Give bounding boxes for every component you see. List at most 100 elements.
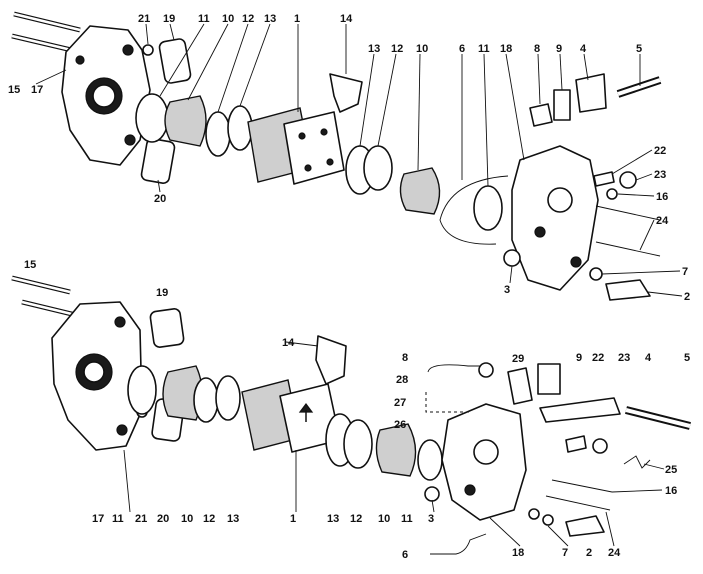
upper-seal-11b [473, 185, 503, 231]
callout-lower-5: 5 [684, 352, 690, 364]
callout-lower-17: 17 [92, 513, 104, 525]
leader-lines [35, 23, 683, 547]
callout-lower-19: 19 [156, 287, 168, 299]
upper-nut-16 [606, 188, 618, 200]
callout-lower-13b: 13 [327, 513, 339, 525]
lower-seal-11b [417, 439, 443, 481]
callout-upper-8: 8 [534, 43, 540, 55]
callout-lower-12b: 12 [350, 513, 362, 525]
lower-bleed-leader [425, 392, 470, 413]
lower-ring-12 [193, 377, 219, 423]
callout-lower-28: 28 [396, 374, 408, 386]
callout-upper-5: 5 [636, 43, 642, 55]
callout-lower-10b: 10 [378, 513, 390, 525]
lower-piston-10b [375, 423, 417, 477]
lower-caliper-half-18 [441, 403, 527, 521]
callout-lower-4: 4 [645, 352, 652, 364]
callout-upper-9: 9 [556, 43, 562, 55]
upper-bolt-2 [605, 279, 651, 301]
lower-piston-10 [162, 365, 203, 421]
callout-upper-12: 12 [242, 13, 254, 25]
upper-seal-11 [135, 93, 169, 143]
callout-upper-11b: 11 [478, 43, 490, 55]
upper-screw-22 [593, 171, 615, 187]
upper-washer-7 [589, 267, 603, 281]
callout-lower-29: 29 [512, 353, 524, 365]
callout-lower-13: 13 [227, 513, 239, 525]
upper-hose-6 [439, 175, 509, 245]
upper-piston-10 [164, 95, 207, 147]
lower-bleeder-29 [507, 367, 533, 405]
upper-spring-14 [329, 73, 363, 113]
callout-lower-11b: 11 [401, 513, 413, 525]
callout-lower-9: 9 [576, 352, 582, 364]
callout-lower-20: 20 [157, 513, 169, 525]
lower-clip-25 [623, 455, 651, 469]
callout-lower-8: 8 [402, 352, 408, 364]
callout-upper-10b: 10 [416, 43, 428, 55]
callout-upper-7: 7 [682, 266, 688, 278]
callout-upper-2: 2 [684, 291, 690, 303]
lower-hose-6 [430, 533, 487, 555]
lower-ring-12b [343, 419, 373, 469]
lower-cap-23 [592, 438, 608, 454]
callout-upper-3: 3 [504, 284, 510, 296]
upper-bolt-15 [11, 11, 81, 55]
callout-lower-22: 22 [592, 352, 604, 364]
lower-nut-8 [478, 362, 494, 378]
callout-lower-25: 25 [665, 464, 677, 476]
upper-caliper-half-17 [61, 25, 151, 166]
upper-bracket-4 [575, 73, 607, 113]
callout-upper-21: 21 [138, 13, 150, 25]
callout-upper-1: 1 [294, 13, 300, 25]
upper-cap-23 [619, 171, 637, 189]
lower-bracket-4 [539, 397, 621, 423]
lower-stud-5 [625, 406, 691, 430]
callout-upper-12b: 12 [391, 43, 403, 55]
callout-lower-15: 15 [24, 259, 36, 271]
lower-washer-7b [542, 514, 554, 526]
upper-plate-9 [553, 89, 571, 121]
callout-lower-10: 10 [181, 513, 193, 525]
upper-caliper-half-18 [511, 145, 599, 291]
callout-upper-16: 16 [656, 191, 668, 203]
callout-upper-19: 19 [163, 13, 175, 25]
lower-washer-3 [424, 486, 440, 502]
callout-lower-16: 16 [665, 485, 677, 497]
callout-lower-1: 1 [290, 513, 296, 525]
lower-assembly [11, 275, 691, 555]
callout-upper-13: 13 [264, 13, 276, 25]
callout-lower-14: 14 [282, 337, 295, 349]
callout-upper-20: 20 [154, 193, 166, 205]
callout-labels: 21 19 11 10 12 13 1 14 13 12 10 6 11 18 … [8, 13, 690, 561]
lower-bolt-2 [565, 515, 605, 537]
callout-lower-26: 26 [394, 419, 406, 431]
callout-upper-6: 6 [459, 43, 465, 55]
callout-upper-17: 17 [31, 84, 43, 96]
callout-upper-15: 15 [8, 84, 20, 96]
callout-upper-10: 10 [222, 13, 234, 25]
callout-lower-3: 3 [428, 513, 434, 525]
callout-lower-12: 12 [203, 513, 215, 525]
callout-lower-6: 6 [402, 549, 408, 561]
upper-bleeder-8 [529, 103, 553, 127]
callout-lower-18: 18 [512, 547, 524, 559]
lower-pin-16 [551, 479, 613, 493]
lower-plate-19 [149, 308, 185, 348]
lower-spring-14 [315, 335, 347, 385]
callout-upper-13b: 13 [368, 43, 380, 55]
upper-assembly [11, 11, 662, 301]
lower-washer-7a [528, 508, 540, 520]
callout-lower-2: 2 [586, 547, 592, 559]
upper-washer-3 [503, 249, 521, 267]
callout-upper-24: 24 [656, 215, 669, 227]
callout-upper-14: 14 [340, 13, 353, 25]
upper-piston-10b [399, 167, 441, 215]
upper-ring-12 [205, 111, 231, 157]
callout-upper-22: 22 [654, 145, 666, 157]
upper-plate-19 [158, 38, 192, 84]
upper-plate-20 [140, 138, 176, 184]
upper-pin-24a [595, 205, 661, 221]
callout-lower-11: 11 [112, 513, 124, 525]
